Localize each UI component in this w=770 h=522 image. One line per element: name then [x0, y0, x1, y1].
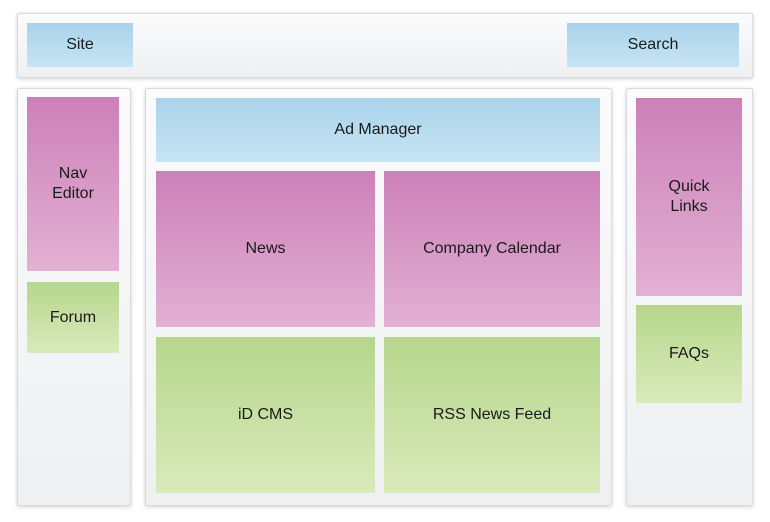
- forum-box: Forum: [27, 282, 119, 353]
- quick-links-label: Quick Links: [668, 178, 710, 215]
- id-cms-label: iD CMS: [237, 406, 294, 423]
- search-label: Search: [627, 36, 679, 53]
- ad-manager-box: Ad Manager: [156, 98, 600, 162]
- ad-manager-label: Ad Manager: [334, 121, 422, 138]
- header-panel: Site Search: [17, 13, 753, 78]
- news-label: News: [245, 240, 286, 257]
- company-calendar-box: Company Calendar: [384, 171, 600, 327]
- faqs-label: FAQs: [668, 345, 709, 362]
- right-column-panel: Quick Links FAQs: [626, 88, 753, 506]
- rss-news-feed-box: RSS News Feed: [384, 337, 600, 493]
- quick-links-box: Quick Links: [636, 98, 742, 296]
- site-box: Site: [27, 23, 133, 67]
- rss-news-feed-label: RSS News Feed: [432, 406, 552, 423]
- forum-label: Forum: [49, 308, 97, 326]
- company-calendar-label: Company Calendar: [423, 240, 561, 257]
- faqs-box: FAQs: [636, 305, 742, 403]
- search-box: Search: [567, 23, 739, 67]
- center-panel: Ad Manager News Company Calendar iD CMS …: [145, 88, 612, 506]
- site-label: Site: [66, 36, 94, 53]
- nav-editor-label: Nav Editor: [52, 165, 94, 202]
- id-cms-box: iD CMS: [156, 337, 375, 493]
- news-box: News: [156, 171, 375, 327]
- nav-editor-box: Nav Editor: [27, 97, 119, 271]
- left-column-panel: Nav Editor Forum: [17, 88, 131, 506]
